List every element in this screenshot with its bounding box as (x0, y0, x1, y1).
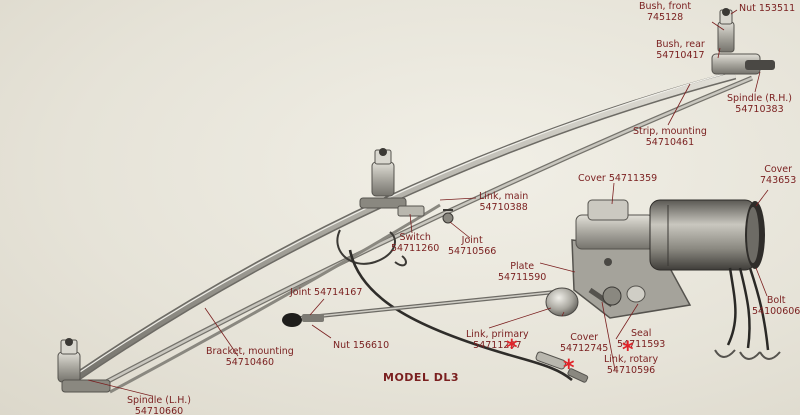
cover-54712745-part (546, 288, 578, 316)
label-cover-54711359: Cover 54711359 (578, 174, 657, 185)
gearbox-part (576, 200, 654, 249)
middle-spindle-assembly (360, 148, 406, 208)
label-joint-54714167: Joint 54714167 (290, 288, 362, 299)
label-spindle-rh: Spindle (R.H.)54710383 (727, 94, 792, 115)
label-nut-156610: Nut 156610 (333, 341, 389, 352)
joint-54714167-part (282, 313, 324, 327)
warning-asterisk-cable-end: * (563, 358, 575, 380)
label-spindle-lh: Spindle (L.H.)54710660 (127, 396, 191, 415)
seal-part (627, 286, 645, 302)
spindle-rh-assembly (712, 8, 775, 74)
label-nut-153511: Nut 153511 (739, 4, 795, 15)
cable-end-fitting (535, 351, 588, 383)
model-title: MODEL DL3 (383, 371, 459, 384)
warning-asterisk-link-rotary: * (622, 340, 634, 362)
warning-asterisk-cable: * (506, 338, 518, 360)
motor-body (650, 200, 765, 270)
plate-bolt-hole (604, 258, 612, 266)
